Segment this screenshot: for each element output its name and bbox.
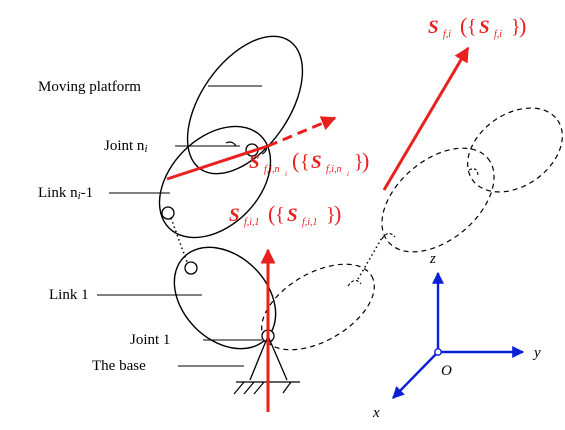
svg-text:(: (: [460, 13, 467, 38]
svg-text:(: (: [268, 201, 275, 226]
dashed-link-upper: [467, 107, 563, 193]
svg-text:f,i: f,i: [443, 29, 451, 40]
svg-text:f,i,1: f,i,1: [302, 217, 318, 228]
svg-text:S: S: [249, 152, 260, 173]
svg-text:S: S: [311, 152, 322, 173]
svg-text:{: {: [275, 204, 285, 226]
svg-text:S: S: [229, 205, 240, 226]
svg-text:): ): [362, 148, 369, 173]
base-hatch: [233, 381, 292, 395]
joint-arc-n-left: [225, 141, 237, 147]
svg-text:S: S: [479, 17, 490, 38]
link-n-minus-1: [158, 125, 272, 239]
svg-text:f,i,1: f,i,1: [244, 217, 260, 228]
svg-text:f,i,n: f,i,n: [326, 164, 342, 175]
joint-arc-dashed-1: [381, 232, 396, 240]
screw-label-top: S f,i ( { S f,i } ): [428, 13, 526, 40]
svg-text:}: }: [511, 16, 521, 38]
label-joint-n: Joint ni: [104, 138, 148, 155]
link-1: [173, 246, 277, 350]
axis-x: [392, 351, 439, 399]
svg-text:{: {: [467, 16, 477, 38]
svg-text:f,i: f,i: [494, 29, 502, 40]
label-link-1: Link 1: [49, 287, 89, 303]
svg-text:): ): [334, 201, 341, 226]
svg-text:{: {: [300, 151, 310, 173]
label-moving-platform: Moving platform: [38, 79, 141, 95]
screw-label-middle: S f,i,n i ( { S f,i,n i } ): [249, 148, 369, 178]
label-joint-1: Joint 1: [130, 332, 170, 348]
joint-arc-dashed-2: [347, 279, 362, 287]
dotted-connection: [170, 217, 188, 263]
label-the-base: The base: [92, 358, 146, 374]
axis-label-y: y: [532, 345, 541, 361]
axis-label-x: x: [372, 405, 380, 421]
label-link-n: Link ni-1: [38, 185, 93, 202]
base-support: [249, 335, 288, 381]
axis-label-origin: O: [441, 363, 452, 379]
joint-circle-link-1-top: [184, 261, 198, 275]
svg-text:f,i,n: f,i,n: [264, 164, 280, 175]
svg-text:}: }: [354, 151, 364, 173]
svg-text:S: S: [287, 205, 298, 226]
screw-label-bottom: S f,i,1 ( { S f,i,1 } ): [229, 201, 341, 228]
axis-label-z: z: [429, 251, 436, 267]
screw-arrow-top: [382, 46, 470, 191]
svg-text:S: S: [428, 17, 439, 38]
leader-lines: [97, 85, 262, 367]
svg-text:i: i: [347, 170, 349, 178]
svg-text:}: }: [326, 204, 336, 226]
screw-arrow-middle-dashed: [267, 116, 337, 148]
svg-text:): ): [519, 13, 526, 38]
screw-arrow-middle-solid: [166, 144, 269, 181]
joint-arc-dashed-3: [468, 168, 479, 176]
svg-text:(: (: [292, 148, 299, 173]
origin-point: [434, 348, 442, 356]
svg-text:i: i: [285, 170, 287, 178]
dotted-connection-dashed: [357, 235, 384, 280]
joint-circle-link-n: [161, 206, 175, 220]
dashed-link-middle: [381, 147, 495, 253]
